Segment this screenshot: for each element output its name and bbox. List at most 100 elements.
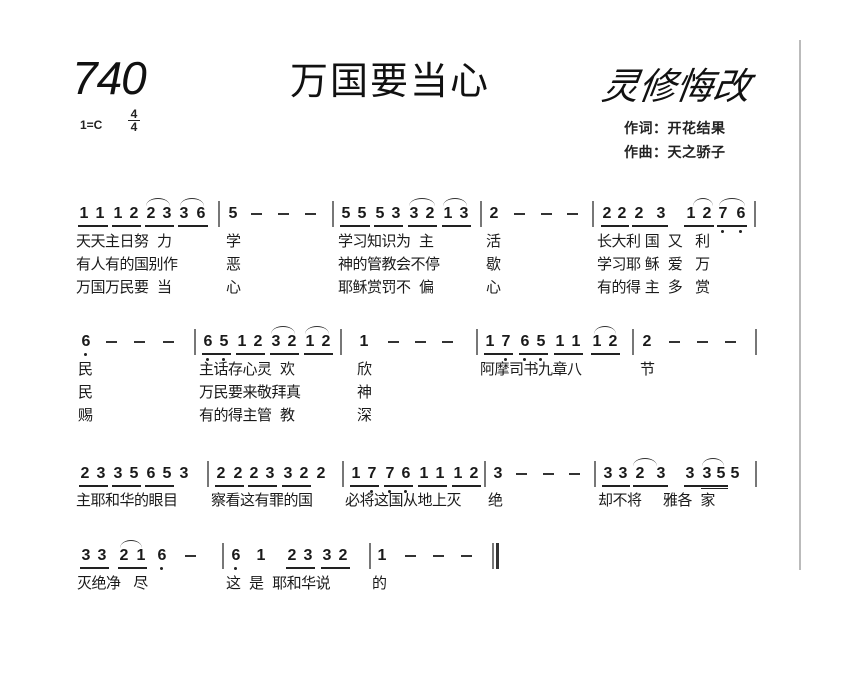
lyric: 万民要来敬拜真: [199, 383, 301, 401]
dash: [543, 473, 554, 475]
note: 5: [375, 205, 385, 222]
note: 3: [656, 465, 666, 482]
note: 6: [81, 333, 91, 350]
barline: [218, 201, 220, 227]
lyric: 有的得 主 多 赏: [597, 278, 710, 296]
note: 3: [322, 547, 332, 564]
beam: [554, 353, 583, 355]
note: 1: [95, 205, 105, 222]
barline: [342, 461, 344, 487]
lyric: 长大利 国 又 利: [597, 232, 710, 250]
note: 3: [96, 465, 106, 482]
time-signature: 4 4: [128, 108, 140, 133]
dash: [567, 213, 578, 215]
beam: [178, 225, 208, 227]
note: 5: [228, 205, 238, 222]
lyric: 民: [78, 360, 93, 378]
note: 1: [305, 333, 315, 350]
note: 1: [359, 333, 369, 350]
slur: [305, 326, 329, 334]
note: 2: [425, 205, 435, 222]
dash: [725, 341, 736, 343]
note: 2: [702, 205, 712, 222]
note: 2: [489, 205, 499, 222]
barline: [476, 329, 478, 355]
note: 2: [216, 465, 226, 482]
lyric: 有的得主管 教: [199, 406, 295, 424]
note: 1: [256, 547, 266, 564]
lyric: 神的管教会不停: [338, 255, 440, 273]
dash: [278, 213, 289, 215]
score-system-3: 2 3 3 5 6 5 3 2 2 2 3 3 2 2 1 7 7 6 1 1 …: [0, 458, 841, 495]
beam: [286, 567, 315, 569]
note: 3: [391, 205, 401, 222]
note: 1: [686, 205, 696, 222]
barline: [340, 329, 342, 355]
lyric: 深: [357, 406, 372, 424]
note: 2: [469, 465, 479, 482]
note: 1: [435, 465, 445, 482]
beam: [684, 485, 728, 487]
dash: [163, 341, 174, 343]
note: 2: [129, 205, 139, 222]
lyric: 神: [357, 383, 372, 401]
beam: [79, 485, 108, 487]
note: 2: [299, 465, 309, 482]
lyric: 灭绝净 尽: [77, 574, 148, 592]
beam: [633, 485, 668, 487]
note: 1: [485, 333, 495, 350]
note: 2: [617, 205, 627, 222]
note: 3: [179, 205, 189, 222]
low-octave-dot: [504, 358, 507, 361]
low-octave-dot: [222, 358, 225, 361]
note: 5: [162, 465, 172, 482]
beam: [350, 485, 379, 487]
hymn-number: 740: [72, 52, 147, 104]
barline: [632, 329, 634, 355]
lyric: 有人有的国别作: [76, 255, 178, 273]
low-octave-dot: [160, 567, 163, 570]
note: 2: [287, 333, 297, 350]
slur: [702, 458, 724, 466]
dash: [388, 341, 399, 343]
note: 2: [608, 333, 618, 350]
note: 6: [196, 205, 206, 222]
note: 7: [501, 333, 511, 350]
score-system-4: 3 3 2 1 6 6 1 2 3 3 2 1: [0, 540, 841, 577]
slur: [443, 198, 467, 206]
lyric: 心: [226, 278, 241, 296]
dash: [415, 341, 426, 343]
dash: [442, 341, 453, 343]
note: 2: [338, 547, 348, 564]
note: 6: [520, 333, 530, 350]
note: 1: [351, 465, 361, 482]
note: 5: [129, 465, 139, 482]
lyric: 学习知识为 主: [338, 232, 434, 250]
low-octave-dot: [388, 490, 391, 493]
lyric: 恶: [226, 255, 241, 273]
beam: [112, 225, 141, 227]
beam: [145, 225, 174, 227]
note: 3: [459, 205, 469, 222]
lyric: 主耶和华的眼目: [76, 491, 178, 509]
barline: [484, 461, 486, 487]
note: 6: [401, 465, 411, 482]
note: 5: [716, 465, 726, 482]
beam: [384, 485, 413, 487]
note: 1: [79, 205, 89, 222]
note: 1: [592, 333, 602, 350]
lyric: 心: [486, 278, 501, 296]
note: 2: [249, 465, 259, 482]
low-octave-dot: [404, 490, 407, 493]
lyric: 却不将 雅各 家: [598, 491, 715, 509]
note: 6: [736, 205, 746, 222]
note: 1: [377, 547, 387, 564]
note: 1: [571, 333, 581, 350]
lyricist-credit: 作词：开花结果: [624, 121, 726, 137]
barline: [755, 461, 757, 487]
score-system-2: 6 6 5 1 2 3 2 1 2 1 1 7 6 5 1 1 1 2 2: [0, 326, 841, 363]
note: 6: [157, 547, 167, 564]
dash: [251, 213, 262, 215]
note: 3: [162, 205, 172, 222]
song-title: 万国要当心: [290, 59, 491, 103]
